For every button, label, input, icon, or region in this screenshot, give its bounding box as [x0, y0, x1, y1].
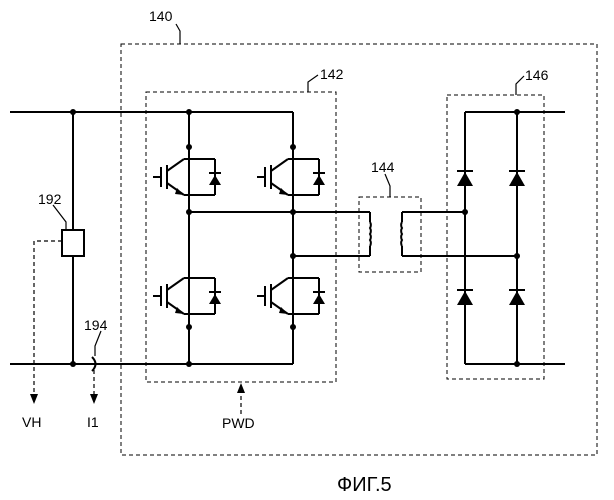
igbt-upper-left — [153, 159, 221, 195]
leader-142 — [308, 75, 318, 92]
leader-146 — [516, 76, 524, 95]
vh-signal-line — [34, 241, 62, 396]
secondary-coil — [401, 222, 402, 246]
label-146: 146 — [525, 67, 549, 83]
label-192: 192 — [38, 191, 62, 207]
rectifier-diode-lower-right — [509, 290, 525, 305]
label-i1: I1 — [87, 414, 99, 430]
leader-140 — [176, 24, 180, 44]
label-pwd: PWD — [222, 415, 255, 431]
igbt-lower-right — [257, 278, 325, 314]
converter-block-140 — [121, 44, 597, 455]
primary-coil — [370, 222, 371, 246]
leader-144 — [385, 174, 390, 197]
rectifier-diode-upper-left — [457, 171, 473, 186]
label-144: 144 — [371, 159, 395, 175]
label-140: 140 — [149, 8, 173, 24]
rectifier-block-146 — [447, 95, 544, 379]
rectifier-diode-upper-right — [509, 171, 525, 186]
label-vh: VH — [22, 414, 41, 430]
label-194: 194 — [84, 317, 108, 333]
igbt-upper-right — [257, 159, 325, 195]
label-142: 142 — [320, 66, 344, 82]
inverter-block-142 — [146, 92, 336, 382]
leader-194 — [95, 331, 101, 356]
rectifier-diode-lower-left — [457, 290, 473, 305]
leader-192 — [53, 205, 66, 230]
igbt-lower-left — [153, 278, 221, 314]
figure-caption: ФИГ.5 — [337, 474, 392, 496]
transformer-block-144 — [359, 197, 421, 272]
voltage-sensor-192 — [62, 230, 84, 256]
